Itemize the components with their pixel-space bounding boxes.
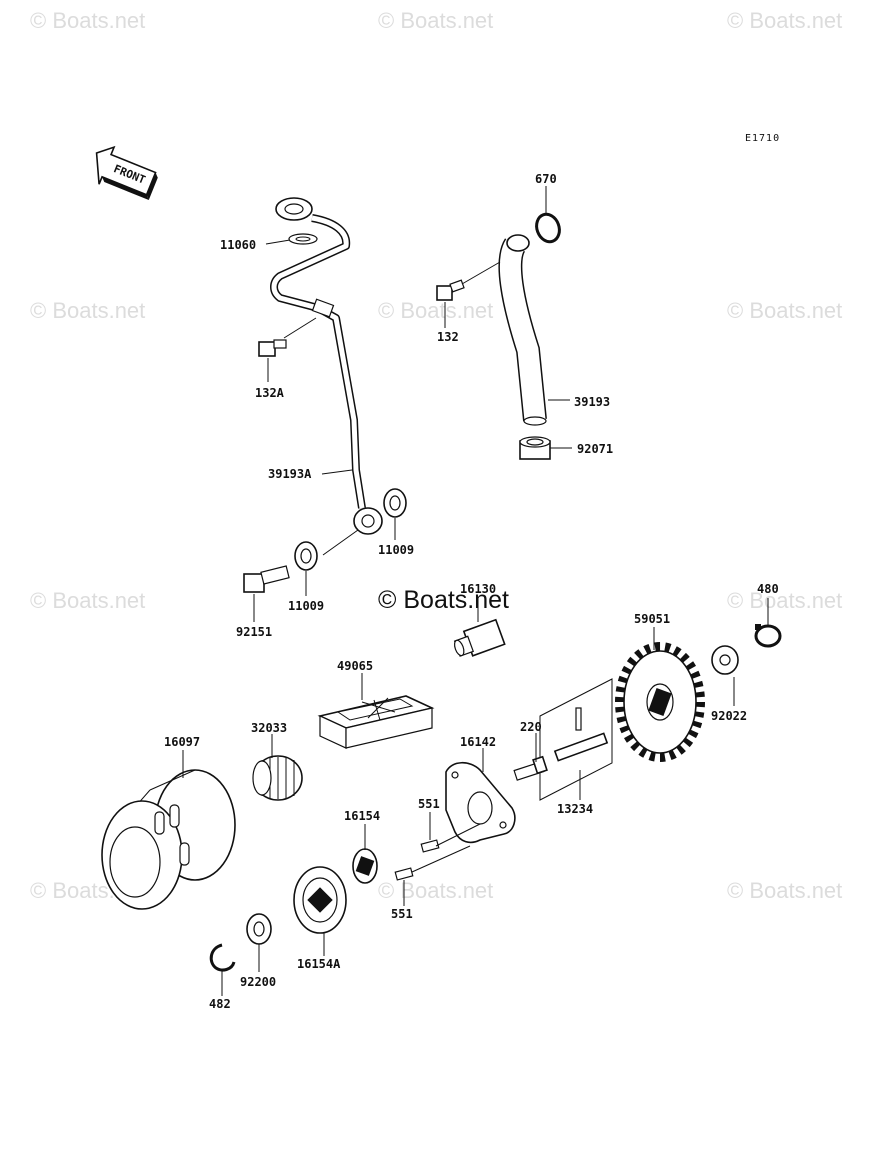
- label-480: 480: [757, 582, 779, 596]
- label-16154A: 16154A: [297, 957, 341, 971]
- watermark: © Boats.net: [727, 588, 843, 613]
- circlip-482: [209, 943, 236, 972]
- label-16130: 16130: [460, 582, 496, 596]
- label-13234: 13234: [557, 802, 593, 816]
- o-ring-670: [535, 212, 561, 244]
- oil-pipe-39193A: [270, 197, 383, 535]
- watermark: © Boats.net: [727, 298, 843, 323]
- watermark: © Boats.net: [30, 298, 146, 323]
- front-direction-arrow: FRONT: [95, 145, 158, 201]
- bolt-132A: [258, 339, 287, 357]
- gear-59051: [615, 642, 705, 762]
- diagram-code: E1710: [745, 133, 780, 144]
- oil-filter-16097: [101, 769, 236, 910]
- leader-lines: [182, 186, 769, 996]
- label-59051: 59051: [634, 612, 670, 626]
- label-92200: 92200: [240, 975, 276, 989]
- union-bolt-92151: [243, 565, 290, 593]
- relief-valve-16130: [453, 618, 506, 657]
- watermark: © Boats.net: [378, 298, 494, 323]
- label-132: 132: [437, 330, 459, 344]
- label-32033: 32033: [251, 721, 287, 735]
- label-551-upper: 551: [418, 797, 440, 811]
- oil-screen-49065: [317, 695, 435, 749]
- label-132A: 132A: [255, 386, 285, 400]
- label-11009-lower: 11009: [288, 599, 324, 613]
- watermark: © Boats.net: [727, 878, 843, 903]
- label-11060: 11060: [220, 238, 256, 252]
- label-670: 670: [535, 172, 557, 186]
- damper-92071: [519, 436, 551, 460]
- label-16097: 16097: [164, 735, 200, 749]
- label-16154: 16154: [344, 809, 380, 823]
- part-labels: 11060 132A 39193A 11009 11009 92151 670 …: [164, 172, 779, 1011]
- label-39193: 39193: [574, 395, 610, 409]
- label-220: 220: [520, 720, 542, 734]
- label-92071: 92071: [577, 442, 613, 456]
- pump-body-16142: [445, 761, 516, 844]
- watermark: © Boats.net: [30, 8, 146, 33]
- label-49065: 49065: [337, 659, 373, 673]
- label-92022: 92022: [711, 709, 747, 723]
- bolt-132: [436, 279, 465, 301]
- label-482: 482: [209, 997, 231, 1011]
- spring-32033: [252, 755, 303, 801]
- watermark: © Boats.net: [30, 588, 146, 613]
- outer-rotor-16154A: [293, 866, 347, 934]
- pump-shaft: [553, 707, 609, 762]
- inner-rotor-16154: [352, 848, 378, 884]
- center-watermark: © Boats.net: [378, 586, 509, 614]
- watermark: © Boats.net: [378, 8, 494, 33]
- watermark: © Boats.net: [378, 878, 494, 903]
- label-16142: 16142: [460, 735, 496, 749]
- label-92151: 92151: [236, 625, 272, 639]
- bolt-220: [513, 755, 548, 781]
- watermark: © Boats.net: [727, 8, 843, 33]
- pin-551-lower: [394, 867, 414, 881]
- oil-pipe-39193: [498, 234, 547, 426]
- label-39193A: 39193A: [268, 467, 312, 481]
- gasket-11060: [288, 233, 318, 245]
- label-551-lower: 551: [391, 907, 413, 921]
- pin-551-upper: [420, 839, 440, 853]
- label-11009-upper: 11009: [378, 543, 414, 557]
